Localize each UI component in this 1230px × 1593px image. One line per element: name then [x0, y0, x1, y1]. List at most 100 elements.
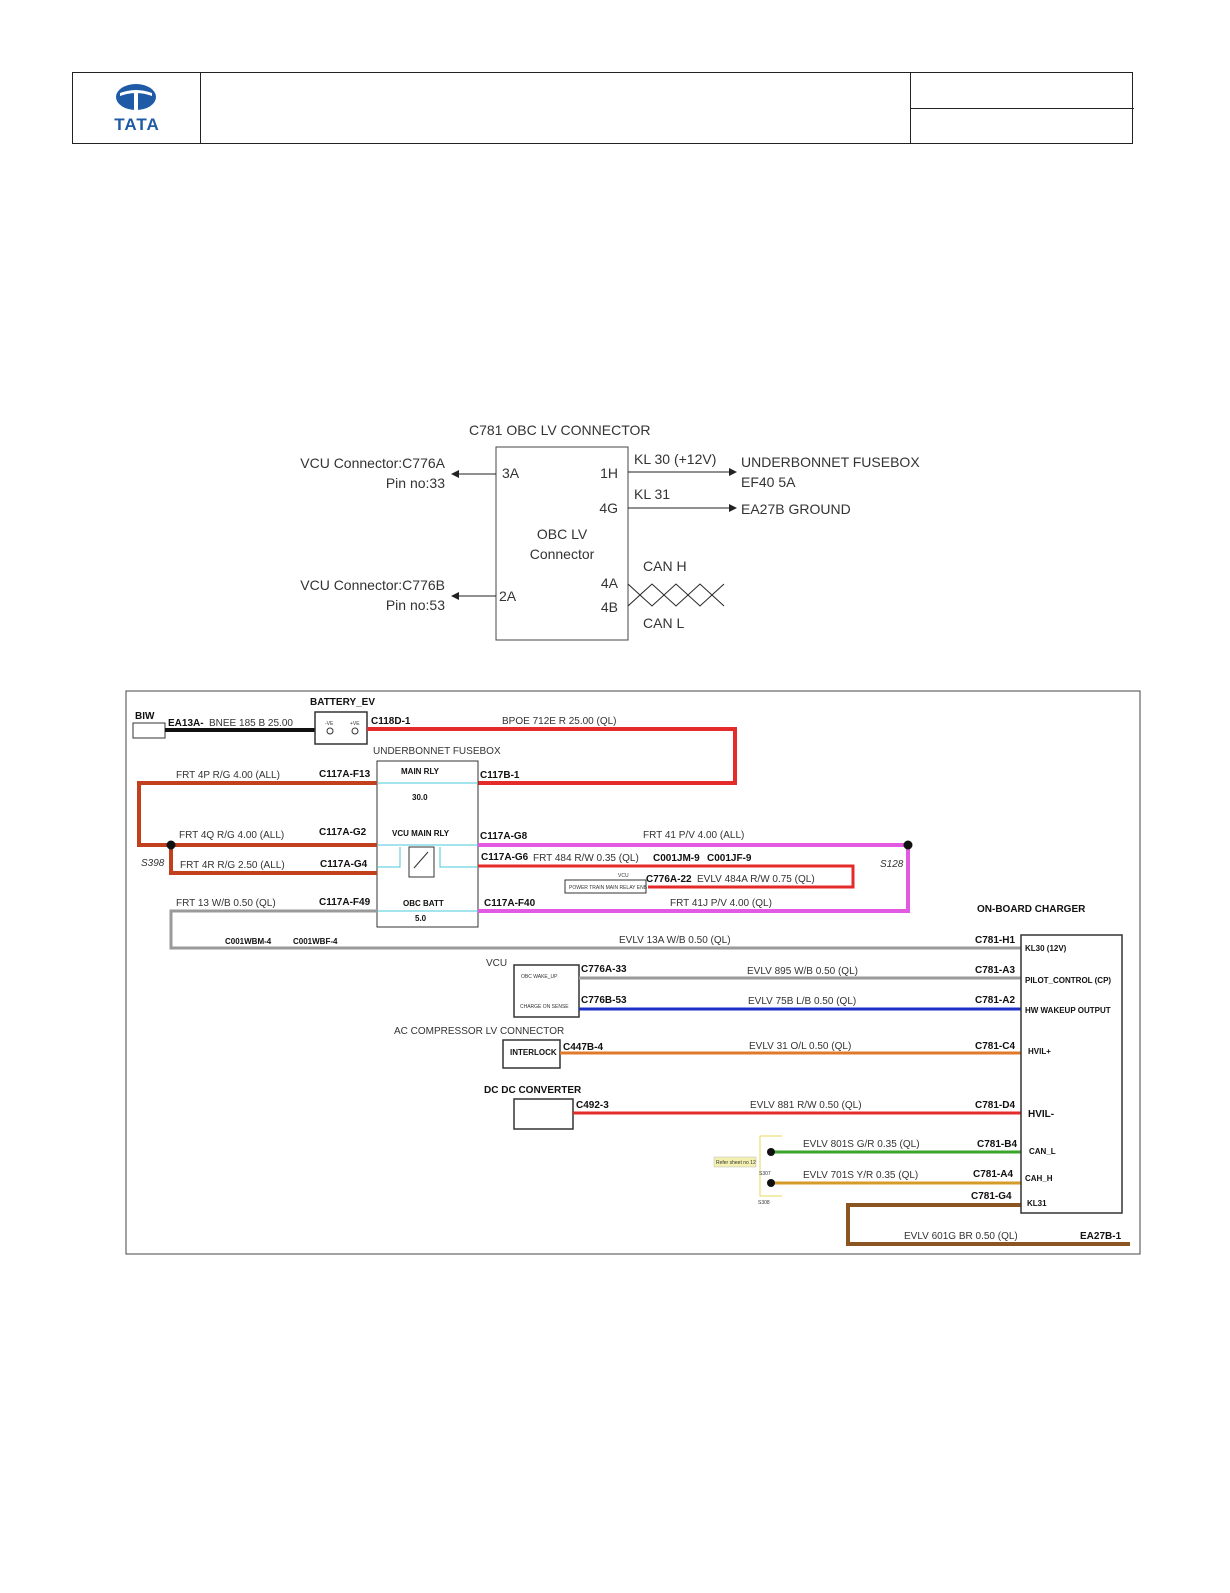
fusebox-label: UNDERBONNET FUSEBOX [373, 746, 501, 757]
battery-minus: -VE [325, 721, 334, 727]
pin-2a: 2A [499, 588, 517, 604]
c117a-f13-label: C117A-F13 [319, 769, 371, 780]
ac-comp-box [502, 1039, 561, 1069]
dcdc-box [513, 1098, 574, 1130]
ea27b-label: EA27B-1 [1080, 1231, 1122, 1242]
interlock-label: INTERLOCK [510, 1048, 557, 1057]
hvil-minus-pin: HVIL- [1028, 1109, 1054, 1120]
wire-13-13a-wb [169, 909, 1021, 950]
obc-title: ON-BOARD CHARGER [977, 904, 1086, 915]
wire-881-label: EVLV 881 R/W 0.50 (QL) [750, 1100, 862, 1111]
wire-41j-label: FRT 41J P/V 4.00 (QL) [670, 898, 772, 909]
c781-a3-label: C781-A3 [975, 965, 1015, 976]
c781-c4-label: C781-C4 [975, 1041, 1015, 1052]
pt-relay-label: POWER TRAIN MAIN RELAY ENB [569, 885, 648, 891]
wire-bpoe-label: BPOE 712E R 25.00 (QL) [502, 716, 617, 727]
wire-601g-label: EVLV 601G BR 0.50 (QL) [904, 1231, 1018, 1242]
wire-13-label: FRT 13 W/B 0.50 (QL) [176, 898, 276, 909]
c117a-f40-label: C117A-F40 [484, 898, 536, 909]
wire-484a-label: EVLV 484A R/W 0.75 (QL) [697, 874, 815, 885]
obc-lv-box [495, 446, 629, 641]
can-h-label: CAN H [643, 558, 687, 574]
wire-484-label: FRT 484 R/W 0.35 (QL) [533, 853, 639, 864]
header-meta-top [911, 73, 1134, 109]
fusebox-line2: EF40 5A [741, 474, 796, 490]
wire-895-label: EVLV 895 W/B 0.50 (QL) [747, 966, 858, 977]
left-1-line2: Pin no:33 [386, 475, 445, 491]
ac-comp-label: AC COMPRESSOR LV CONNECTOR [394, 1026, 564, 1037]
fusebox-line1: UNDERBONNET FUSEBOX [741, 454, 920, 470]
splice-note-box [713, 1156, 757, 1168]
block-title: C781 OBC LV CONNECTOR [469, 422, 651, 438]
header-title-cell [201, 73, 911, 143]
charge-on-label: CHARGE ON SENSE [520, 1004, 569, 1010]
splice-bracket [759, 1135, 782, 1197]
logo-cell: TATA [73, 73, 201, 143]
c447b-label: C447B-4 [563, 1042, 603, 1053]
box-label-1: OBC LV [537, 526, 588, 542]
relay-switch-icon [413, 851, 429, 869]
kl31-pin: KL31 [1027, 1199, 1047, 1208]
obc-wake-label: OBC WAKE_UP [521, 974, 558, 980]
c781-g4-label: C781-G4 [971, 1191, 1012, 1202]
left-1-line1: VCU Connector:C776A [300, 455, 445, 471]
wire-701s-label: EVLV 701S Y/R 0.35 (QL) [803, 1170, 918, 1181]
splice-s128-icon [903, 840, 913, 850]
wire-13a-label: EVLV 13A W/B 0.50 (QL) [619, 935, 731, 946]
c117a-f49-label: C117A-F49 [319, 897, 371, 908]
box-label-2: Connector [530, 546, 595, 562]
can-h-pin: CAH_H [1025, 1174, 1053, 1183]
c001wbm-label: C001WBM-4 [225, 937, 272, 946]
pin-4a: 4A [601, 575, 619, 591]
splice-note: Refer sheet no 12 [716, 1160, 756, 1166]
vcu-label: VCU [486, 958, 507, 969]
s398-label: S398 [141, 858, 165, 869]
splice-s307-icon [767, 1148, 775, 1156]
obc-batt-value: 5.0 [415, 914, 427, 923]
wire-601g-br [846, 1203, 1130, 1246]
wire-484-rw [478, 864, 855, 889]
kl30-label: KL 30 (+12V) [634, 451, 716, 467]
main-rly-value: 30.0 [412, 793, 428, 802]
battery-terminal-plus-icon [351, 727, 359, 735]
ground-label: EA27B GROUND [741, 501, 851, 517]
c117b-label: C117B-1 [480, 770, 520, 781]
wire-4r-rg [169, 845, 377, 875]
pt-relay-box [564, 879, 647, 894]
block-diagram: C781 OBC LV CONNECTOR OBC LV Connector 3… [300, 422, 920, 641]
c776b-53-label: C776B-53 [581, 995, 627, 1006]
can-l-pin: CAN_L [1029, 1147, 1056, 1156]
pilot-pin: PILOT_CONTROL (CP) [1025, 976, 1111, 985]
wire-4p-label: FRT 4P R/G 4.00 (ALL) [176, 770, 280, 781]
biw-label: BIW [135, 711, 155, 722]
c117a-g8-label: C117A-G8 [480, 831, 528, 842]
hvil-plus-pin: HVIL+ [1028, 1047, 1051, 1056]
c117a-g2-label: C117A-G2 [319, 827, 367, 838]
wire-75b-label: EVLV 75B L/B 0.50 (QL) [748, 996, 856, 1007]
kl31-label: KL 31 [634, 486, 670, 502]
c001jm-label: C001JM-9 [653, 853, 700, 864]
wire-bpoe-red [367, 727, 737, 785]
obc-batt-label: OBC BATT [403, 899, 444, 908]
obc-box [1020, 934, 1123, 1214]
battery-terminal-minus-icon [326, 727, 334, 735]
kl30-pin: KL30 (12V) [1025, 944, 1067, 953]
wiring-schematic: BIW EA13A- BNEE 185 B 25.00 BATTERY_EV -… [125, 690, 1141, 1255]
c117a-g4-label: C117A-G4 [320, 859, 368, 870]
wire-4r-label: FRT 4R R/G 2.50 (ALL) [180, 860, 285, 871]
splice-s308-icon [767, 1179, 775, 1187]
vcu-main-rly-label: VCU MAIN RLY [392, 829, 450, 838]
c776a-22-label: C776A-22 [646, 874, 692, 885]
s307-label: S307 [759, 1171, 771, 1177]
pin-4g: 4G [599, 500, 618, 516]
battery-box [314, 711, 368, 745]
c781-a4-label: C781-A4 [973, 1169, 1013, 1180]
vcu-main-rly-link [377, 844, 478, 868]
c001jf-label: C001JF-9 [707, 853, 752, 864]
dcdc-label: DC DC CONVERTER [484, 1085, 582, 1096]
hw-wake-pin: HW WAKEUP OUTPUT [1025, 1006, 1111, 1015]
left-2-line2: Pin no:53 [386, 597, 445, 613]
wire-31-label: EVLV 31 O/L 0.50 (QL) [749, 1041, 851, 1052]
c492-label: C492-3 [576, 1100, 609, 1111]
